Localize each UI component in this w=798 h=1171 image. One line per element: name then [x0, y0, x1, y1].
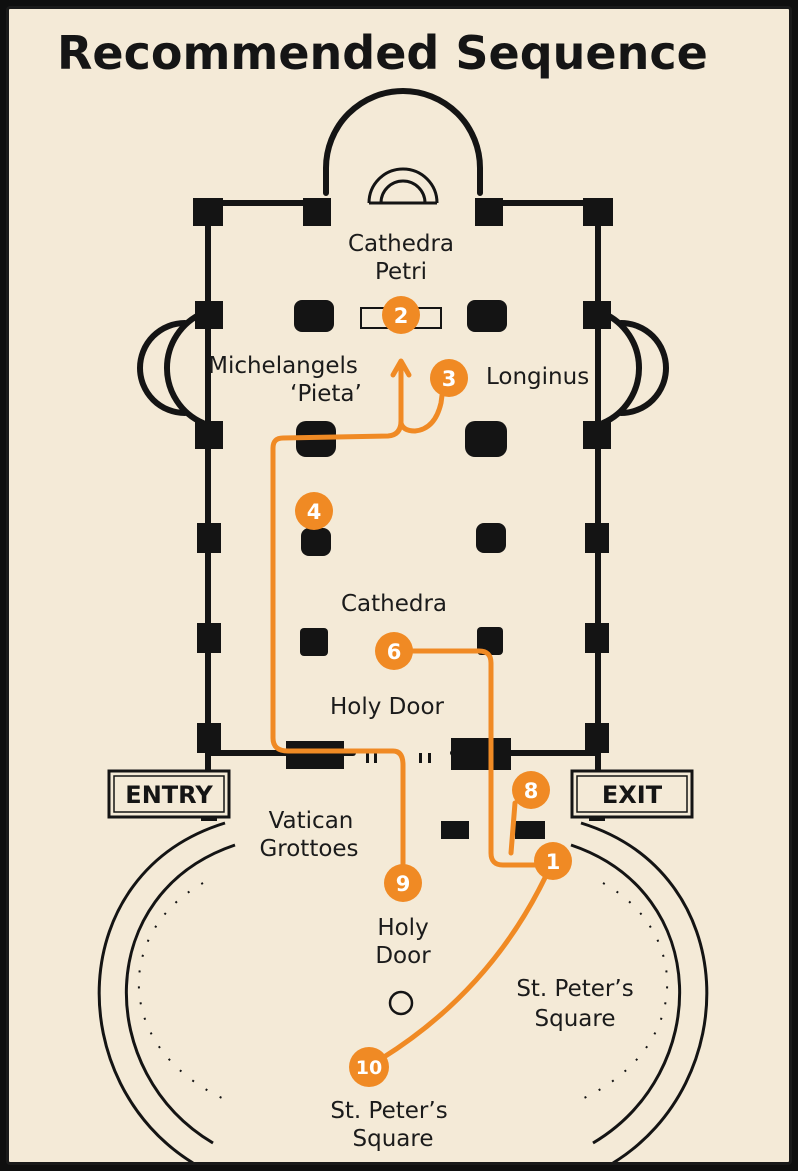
marker-2[interactable]: 2: [382, 296, 420, 334]
marker-9[interactable]: 9: [384, 864, 422, 902]
basilica-map: Recommended Sequence: [57, 26, 709, 1162]
svg-text:1: 1: [546, 850, 561, 874]
label-pieta-2: ‘Pieta’: [290, 381, 362, 407]
label-cathedra-petri-2: Petri: [375, 259, 427, 285]
door-marks: [366, 753, 431, 763]
exit-label: EXIT: [602, 781, 663, 809]
svg-text:6: 6: [387, 640, 402, 664]
marker-1[interactable]: 1: [534, 842, 572, 880]
obelisk-icon: [388, 990, 414, 1016]
label-cathedra: Cathedra: [341, 591, 447, 617]
label-square-bottom-1: St. Peter’s: [330, 1098, 447, 1124]
label-square-bottom-2: Square: [353, 1126, 434, 1152]
marker-10[interactable]: 10: [349, 1047, 389, 1087]
svg-text:10: 10: [356, 1057, 382, 1079]
exit-sign: EXIT: [570, 769, 694, 819]
label-holy-door-outer-1: Holy: [377, 915, 428, 941]
map-frame: Recommended Sequence: [6, 6, 792, 1165]
map-title: Recommended Sequence: [57, 26, 708, 80]
marker-6[interactable]: 6: [375, 632, 413, 670]
label-grottoes-1: Vatican: [269, 808, 354, 834]
label-holy-door-nave: Holy Door: [330, 694, 445, 720]
label-cathedra-petri-1: Cathedra: [348, 231, 454, 257]
svg-text:8: 8: [524, 779, 539, 803]
marker-3[interactable]: 3: [430, 359, 468, 397]
label-square-right-2: Square: [535, 1006, 616, 1032]
entry-sign: ENTRY: [107, 769, 231, 819]
label-square-right-1: St. Peter’s: [516, 976, 633, 1002]
svg-text:4: 4: [307, 500, 322, 524]
svg-text:3: 3: [442, 367, 457, 391]
svg-text:2: 2: [394, 304, 409, 328]
svg-text:9: 9: [396, 872, 411, 896]
label-pieta-1: Michelangels: [208, 353, 358, 379]
marker-4[interactable]: 4: [295, 492, 333, 530]
interior-piers: [286, 300, 545, 839]
colonnade: [97, 821, 709, 1162]
marker-8[interactable]: 8: [512, 771, 550, 809]
entry-label: ENTRY: [125, 781, 213, 809]
label-longinus: Longinus: [486, 364, 589, 390]
label-grottoes-2: Grottoes: [259, 836, 358, 862]
label-holy-door-outer-2: Door: [375, 943, 431, 969]
wall-piers: [193, 198, 613, 821]
apse: [323, 88, 483, 205]
route-path: [270, 358, 554, 1068]
